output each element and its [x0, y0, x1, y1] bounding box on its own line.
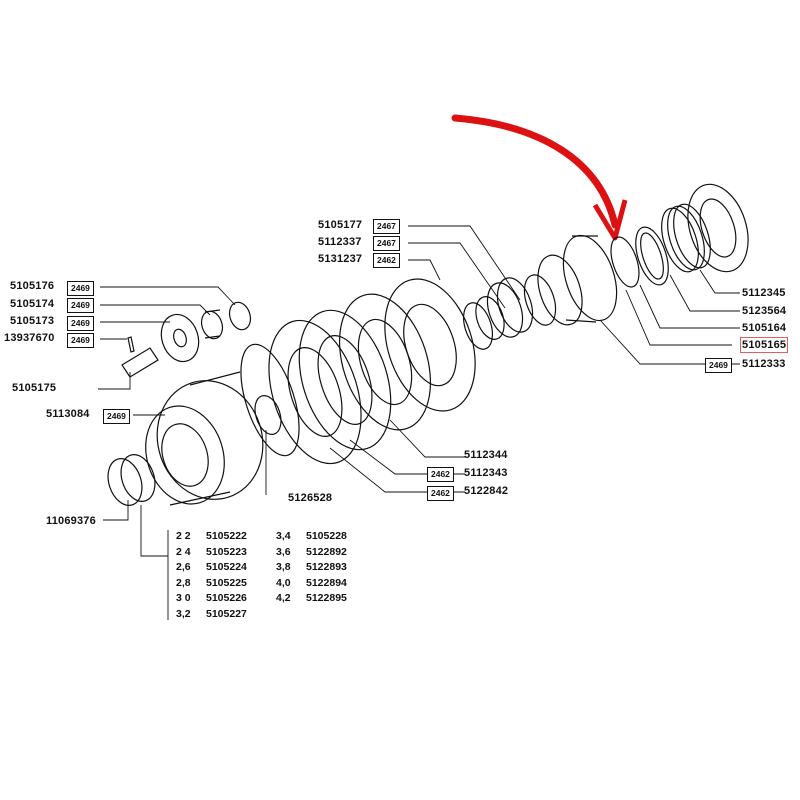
size-table-row: 2,6 5105224: [176, 561, 247, 573]
code-box: 2467: [373, 219, 400, 234]
size-table-row: 3,8 5122893: [276, 561, 347, 573]
pin-13937670: [127, 336, 135, 353]
size-part-number: 5122894: [306, 576, 347, 589]
size-value: 3,4: [276, 530, 291, 542]
label-5105173: 5105173: [10, 315, 55, 327]
size-part-number: 5122895: [306, 592, 347, 604]
red-pointer-arrow: [451, 114, 619, 229]
label-5105176: 5105176: [10, 280, 55, 292]
washer-5105176: [228, 301, 252, 331]
code-box: 2469: [705, 358, 732, 373]
housing-5113084: [145, 371, 264, 506]
size-table-row: 2,8 5105225: [176, 577, 247, 589]
needle-bearing-5105174: [200, 309, 224, 340]
label-5112333: 5112333: [742, 358, 786, 370]
clutch-plate-5112344: [338, 293, 432, 431]
size-part-number: 5105228: [306, 530, 347, 542]
clutch-plate-5122842: [268, 319, 362, 465]
size-table-row: 3,2 5105227: [176, 608, 247, 620]
size-value: 3 0: [176, 592, 191, 604]
size-table-row: 3,6 5122892: [276, 546, 347, 558]
size-table-row: 3,4 5105228: [276, 530, 347, 542]
label-5122842: 5122842: [464, 485, 509, 497]
label-13937670: 13937670: [4, 332, 55, 344]
ring-5105164: [635, 226, 669, 286]
size-value: 3,8: [276, 561, 291, 573]
needle-bearing-5105177: [462, 277, 534, 350]
size-value: 2 2: [176, 530, 191, 542]
label-5105174: 5105174: [10, 298, 55, 310]
size-value: 4,0: [276, 576, 291, 589]
code-box: 2467: [373, 236, 400, 251]
size-table-row: 3 0 5105226: [176, 592, 247, 604]
size-part-number: 5105223: [206, 545, 247, 558]
label-5105165: 5105165: [739, 337, 789, 353]
size-value: 3,2: [176, 607, 191, 620]
friction-disc-5131237: [384, 278, 476, 412]
code-box: 2469: [67, 298, 94, 313]
size-table-row: 4,2 5122895: [276, 592, 347, 604]
splined-hub-5126528: [254, 395, 282, 435]
size-part-number: 5105227: [206, 607, 247, 620]
ring-small: [240, 343, 300, 457]
code-box: 2469: [67, 316, 94, 331]
size-part-number: 5105226: [206, 592, 247, 604]
snap-ring-11069376-a: [107, 458, 143, 506]
clutch-plate-5112343: [298, 309, 392, 451]
label-5112344: 5112344: [464, 449, 508, 461]
label-5105177: 5105177: [318, 219, 363, 231]
code-box: 2469: [67, 333, 94, 348]
size-value: 3,6: [276, 545, 291, 558]
label-5112337: 5112337: [318, 236, 362, 248]
label-5105164: 5105164: [742, 322, 787, 334]
size-part-number: 5105224: [206, 561, 247, 573]
gear-shaft-5112333: [523, 234, 618, 326]
size-value: 2,8: [176, 576, 191, 589]
size-table-row: 2 2 5105222: [176, 530, 247, 542]
spring-washers-5123564: [661, 203, 711, 273]
snap-ring-11069376-b: [120, 454, 156, 502]
label-5113084: 5113084: [46, 408, 90, 420]
snap-ring-5105165: [610, 236, 640, 288]
code-box: 2462: [427, 467, 454, 482]
size-value: 2 4: [176, 545, 191, 558]
size-part-number: 5122892: [306, 545, 347, 558]
size-table-row: 4,0 5122894: [276, 577, 347, 589]
code-box: 2462: [427, 486, 454, 501]
size-table-row: 2 4 5105223: [176, 546, 247, 558]
size-part-number: 5105222: [206, 530, 247, 542]
label-5105175: 5105175: [12, 382, 57, 394]
washer-5112345: [687, 183, 749, 273]
size-value: 2,6: [176, 561, 191, 573]
shaft-5105175: [121, 347, 159, 378]
code-box: 2469: [67, 281, 94, 296]
size-value: 4,2: [276, 592, 291, 604]
label-5112345: 5112345: [742, 287, 786, 299]
label-5126528: 5126528: [288, 492, 333, 504]
code-box: 2462: [373, 253, 400, 268]
code-box: 2469: [103, 409, 130, 424]
size-part-number: 5122893: [306, 561, 347, 573]
pinion-gear-5105173: [160, 313, 200, 363]
label-5112343: 5112343: [464, 467, 508, 479]
label-5123564: 5123564: [742, 305, 787, 317]
label-11069376: 11069376: [46, 515, 96, 527]
label-5131237: 5131237: [318, 253, 363, 265]
size-part-number: 5105225: [206, 576, 247, 589]
